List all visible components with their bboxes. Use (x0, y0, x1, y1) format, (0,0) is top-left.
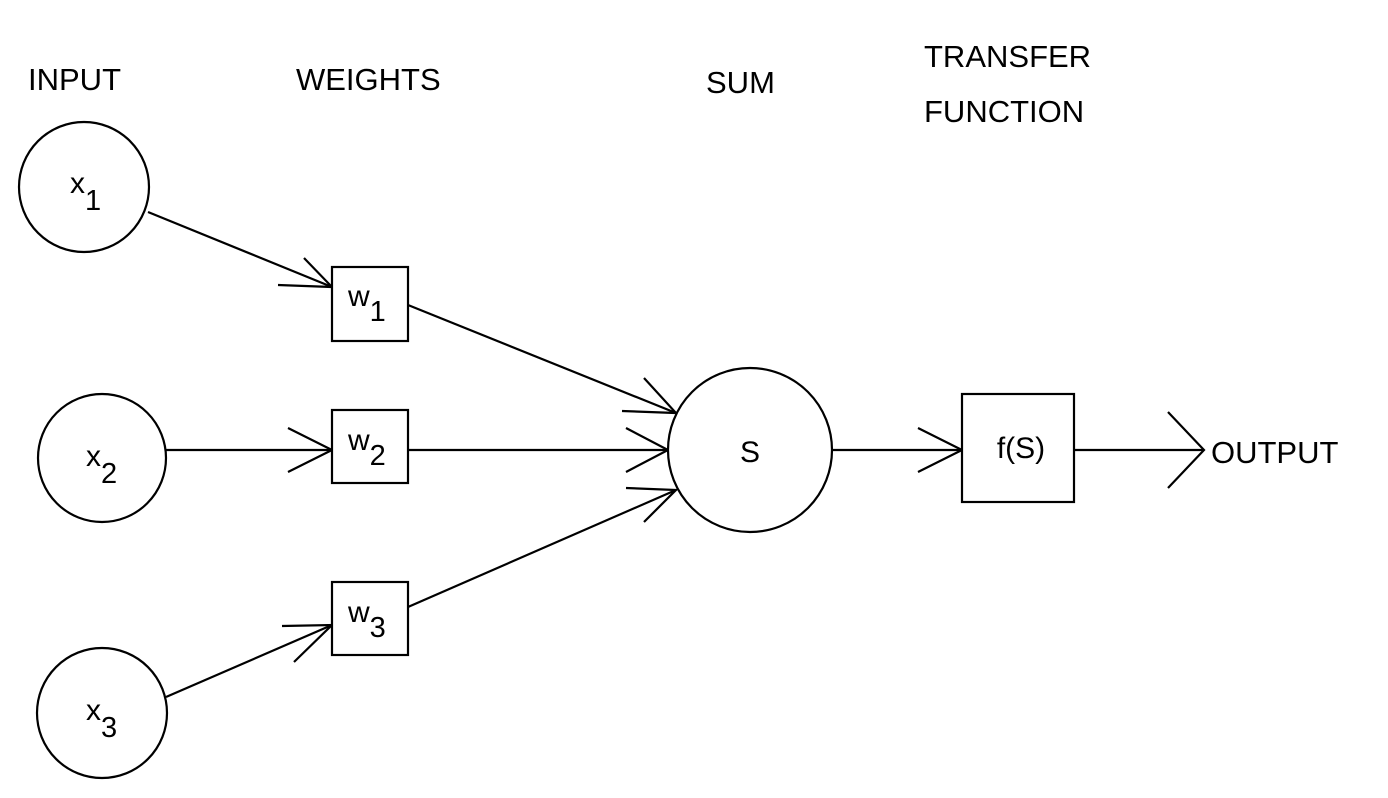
connections (147, 210, 1204, 699)
header-sum: SUM (706, 65, 775, 100)
edge-w1-sum (407, 303, 677, 415)
weight-box-label: w1 (347, 280, 386, 328)
header-input: INPUT (28, 62, 121, 97)
input-node-label: x2 (86, 440, 117, 490)
input-node-1: x1 (17, 120, 151, 254)
sum-node-circle (666, 366, 834, 534)
transfer-function-label: f(S) (997, 432, 1045, 465)
input-node-circle (17, 120, 151, 254)
transfer-function-rect (960, 392, 1076, 504)
edge-x1-w1 (147, 210, 333, 289)
input-node-3: x3 (35, 646, 169, 780)
sum-node-label: S (740, 436, 760, 469)
weight-box-rect (330, 265, 410, 343)
edge-w3-sum (407, 488, 677, 609)
weight-box-rect (330, 580, 410, 657)
arrowhead-output (1167, 411, 1206, 489)
arrowhead-sum-bottom (625, 486, 679, 523)
header-weights: WEIGHTS (296, 62, 441, 97)
input-node-circle (35, 646, 169, 780)
sum-node: S (666, 366, 834, 534)
weight-box-rect (330, 408, 410, 485)
input-node-circle (36, 392, 168, 524)
weight-box-label: w3 (347, 596, 386, 644)
input-node-label: x3 (86, 694, 117, 744)
header-transfer-line1: TRANSFER (924, 39, 1091, 74)
weight-box-1: w1 (330, 265, 410, 343)
input-node-label: x1 (70, 167, 101, 217)
output-label: OUTPUT (1211, 435, 1339, 470)
weight-box-2: w2 (330, 408, 410, 485)
weight-box-3: w3 (330, 580, 410, 657)
weight-box-label: w2 (347, 424, 386, 472)
input-node-2: x2 (36, 392, 168, 524)
edge-x3-w3 (165, 623, 333, 699)
header-transfer-line2: FUNCTION (924, 94, 1084, 129)
transfer-function-box: f(S) (960, 392, 1076, 504)
